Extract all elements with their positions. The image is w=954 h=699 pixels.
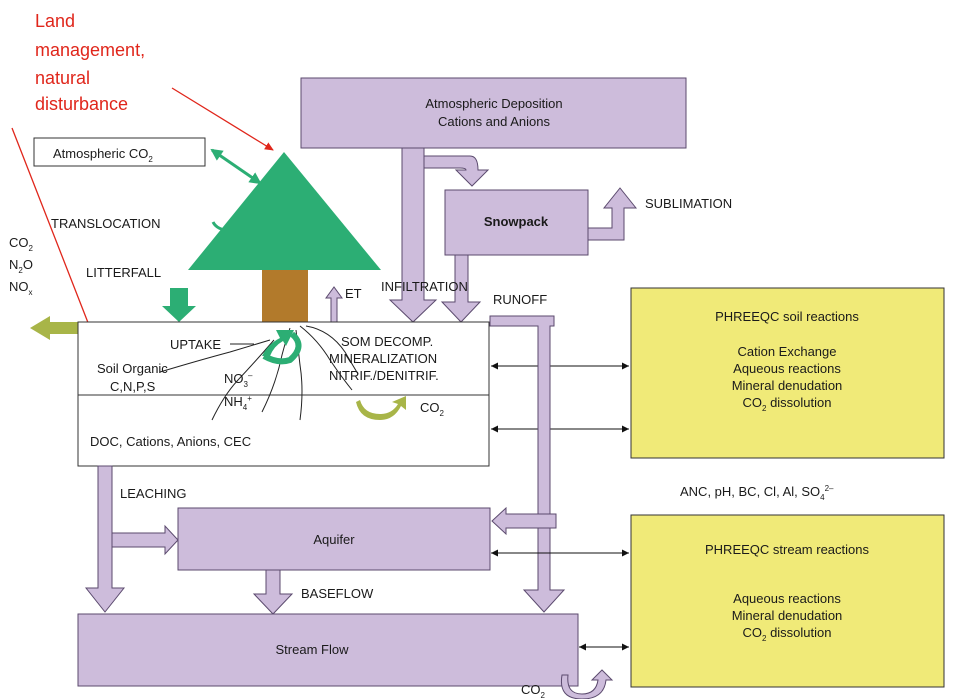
atmospheric-co2-label: Atmospheric CO2 xyxy=(53,146,153,164)
aquifer-box: Aquifer xyxy=(177,507,491,571)
deposition-line-1: Atmospheric Deposition xyxy=(425,96,562,111)
nox-gas-label: NOx xyxy=(9,279,33,297)
phreeqc-stream-item: CO2 dissolution xyxy=(743,625,832,643)
et-arrow xyxy=(325,286,343,323)
co2-exchange-arrow xyxy=(210,148,262,185)
annotation-line-2: management, xyxy=(35,40,145,60)
stream-flow-box: Stream Flow xyxy=(77,613,579,687)
phreeqc-soil-box: PHREEQC soil reactions Cation Exchange A… xyxy=(630,287,945,459)
tree-canopy xyxy=(188,152,381,270)
deposition-to-snowpack-arrow xyxy=(423,155,490,187)
litterfall-label: LITTERFALL xyxy=(86,265,161,280)
root-line xyxy=(305,325,359,375)
soil-doc-label: DOC, Cations, Anions, CEC xyxy=(90,434,251,449)
nitrif-label: NITRIF./DENITRIF. xyxy=(329,368,439,383)
gas-emissions-label: CO2 N2O NOx xyxy=(9,235,34,297)
et-label: ET xyxy=(345,286,362,301)
phreeqc-stream-box: PHREEQC stream reactions Aqueous reactio… xyxy=(630,514,945,688)
tree-trunk xyxy=(262,270,308,323)
stream-co2-evasion-arrow xyxy=(560,669,614,699)
no3-label: NO3– xyxy=(224,371,253,389)
deposition-infiltration-arrow xyxy=(388,147,438,323)
annotation-text: Land management, natural disturbance xyxy=(35,11,145,114)
annotation-arrow-tree xyxy=(171,87,274,151)
atmospheric-deposition-box: Atmospheric Deposition Cations and Anion… xyxy=(300,77,687,149)
leaching-label: LEACHING xyxy=(120,486,186,501)
annotation-line-3: natural xyxy=(35,68,90,88)
nh4-label: NH4+ xyxy=(224,394,252,412)
snowmelt-arrow xyxy=(440,254,482,323)
nutrient-cycle-arrow xyxy=(262,331,302,365)
phreeqc-soil-item: CO2 dissolution xyxy=(743,395,832,413)
soil-cnps-label: C,N,P,S xyxy=(110,379,156,394)
leaching-to-aquifer-arrow xyxy=(111,524,179,556)
runoff-to-aquifer-arrow xyxy=(491,506,557,536)
root-line xyxy=(159,339,271,373)
phreeqc-stream-item: Mineral denudation xyxy=(732,608,843,623)
snowpack-box: Snowpack xyxy=(444,189,589,256)
atmospheric-co2-box: Atmospheric CO2 xyxy=(33,137,206,167)
gas-emission-arrow xyxy=(30,316,78,340)
phreeqc-soil-title: PHREEQC soil reactions xyxy=(715,309,859,324)
mineralization-label: MINERALIZATION xyxy=(329,351,437,366)
phreeqc-stream-title: PHREEQC stream reactions xyxy=(705,542,869,557)
phreeqc-soil-item: Aqueous reactions xyxy=(733,361,841,376)
runoff-arrow xyxy=(489,315,566,613)
translocation-label: TRANSLOCATION xyxy=(51,216,161,231)
uptake-arrow xyxy=(262,330,294,356)
infiltration-label: INFILTRATION xyxy=(381,279,468,294)
co2-gas-label: CO2 xyxy=(9,235,34,253)
baseflow-label: BASEFLOW xyxy=(301,586,374,601)
water-chemistry-outputs: ANC, pH, BC, Cl, Al, SO42– xyxy=(680,484,834,502)
annotation-arrow-soil xyxy=(11,127,95,339)
phreeqc-soil-item: Mineral denudation xyxy=(732,378,843,393)
baseflow-arrow xyxy=(252,569,294,615)
root-line xyxy=(299,325,353,391)
annotation-line-4: disturbance xyxy=(35,94,128,114)
sublimation-label: SUBLIMATION xyxy=(645,196,732,211)
phreeqc-stream-item: Aqueous reactions xyxy=(733,591,841,606)
litterfall-arrow xyxy=(162,288,196,322)
aquifer-label: Aquifer xyxy=(313,532,355,547)
soil-respiration-arrow xyxy=(356,396,406,420)
stream-co2-label: CO2 xyxy=(521,682,546,699)
root-line xyxy=(211,339,275,421)
n2o-gas-label: N2O xyxy=(9,257,33,275)
phreeqc-soil-item: Cation Exchange xyxy=(737,344,836,359)
annotation-line-1: Land xyxy=(35,11,75,31)
snowpack-label: Snowpack xyxy=(484,214,549,229)
soil-box: Soil Organic C,N,P,S DOC, Cations, Anion… xyxy=(77,321,490,467)
runoff-label: RUNOFF xyxy=(493,292,547,307)
deposition-line-2: Cations and Anions xyxy=(438,114,551,129)
uptake-label: UPTAKE xyxy=(170,337,221,352)
stream-flow-label: Stream Flow xyxy=(276,642,350,657)
sublimation-arrow xyxy=(587,187,638,241)
soil-organic-label: Soil Organic xyxy=(97,361,168,376)
soil-co2-label: CO2 xyxy=(420,400,445,418)
som-decomp-label: SOM DECOMP. xyxy=(341,334,433,349)
translocation-arrow xyxy=(211,208,254,232)
leaching-to-stream-arrow xyxy=(84,465,126,613)
